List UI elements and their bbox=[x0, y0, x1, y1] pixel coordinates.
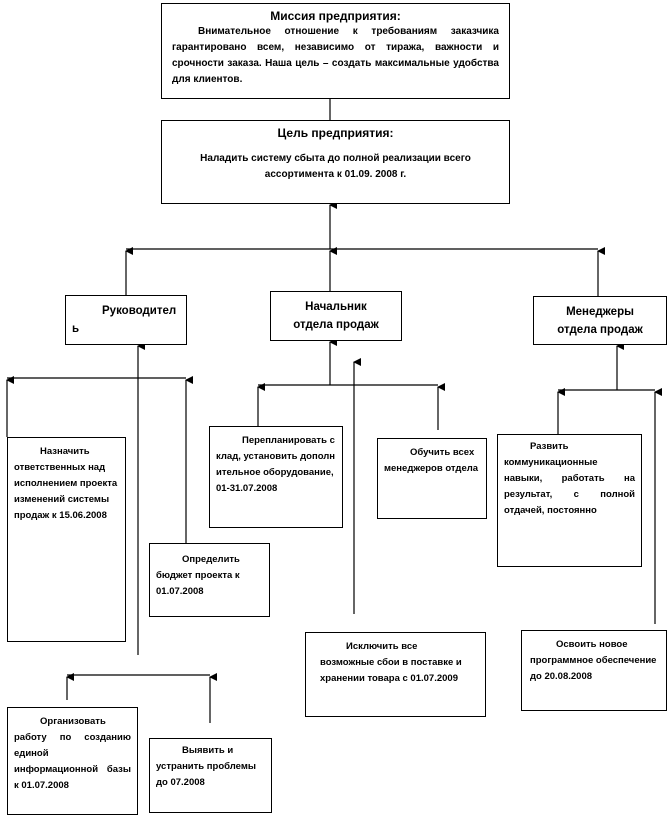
task-train-text: Обучить всех менеджеров отдела bbox=[384, 447, 479, 474]
task-organize-box: Организовать работу по созданию единой и… bbox=[7, 707, 138, 815]
role-head-box: Руководитель bbox=[65, 295, 187, 345]
task-develop-text: Развить коммуникационные навыки, работат… bbox=[504, 441, 635, 516]
task-exclude-box: Исключить все возможные сбои в поставке … bbox=[305, 632, 486, 717]
task-assign-text: Назначить ответственных над исполнением … bbox=[14, 446, 118, 521]
task-budget-text: Определить бюджет проекта к 01.07.2008 bbox=[156, 554, 240, 597]
role-chief-label: Начальник отдела продаж bbox=[293, 301, 379, 331]
task-replan-text: Перепланировать склад, установить дополн… bbox=[216, 435, 336, 494]
task-organize-text: Организовать работу по созданию единой и… bbox=[14, 716, 131, 791]
task-train-box: Обучить всех менеджеров отдела bbox=[377, 438, 487, 519]
goal-text: Наладить систему сбыта до полной реализа… bbox=[200, 153, 471, 180]
task-assign-box: Назначить ответственных над исполнением … bbox=[7, 437, 126, 642]
mission-text: Внимательное отношение к требованиям зак… bbox=[172, 26, 499, 85]
task-detect-text: Выявить и устранить проблемы до 07.2008 bbox=[156, 745, 256, 788]
task-exclude-text: Исключить все возможные сбои в поставке … bbox=[320, 641, 462, 684]
task-budget-box: Определить бюджет проекта к 01.07.2008 bbox=[149, 543, 270, 617]
goal-box: Цель предприятия: Наладить систему сбыта… bbox=[161, 120, 510, 204]
role-managers-box: Менеджеры отдела продаж bbox=[533, 296, 667, 345]
task-detect-box: Выявить и устранить проблемы до 07.2008 bbox=[149, 738, 272, 813]
task-software-box: Освоить новое программное обеспечение до… bbox=[521, 630, 667, 711]
task-software-text: Освоить новое программное обеспечение до… bbox=[530, 639, 657, 682]
mission-title: Миссия предприятия: bbox=[270, 9, 401, 23]
task-develop-box: Развить коммуникационные навыки, работат… bbox=[497, 434, 642, 567]
task-replan-box: Перепланировать склад, установить дополн… bbox=[209, 426, 343, 528]
mission-box: Миссия предприятия: Внимательное отношен… bbox=[161, 3, 510, 99]
goal-title: Цель предприятия: bbox=[277, 126, 394, 140]
role-head-label: Руководитель bbox=[72, 305, 177, 335]
role-chief-box: Начальник отдела продаж bbox=[270, 291, 402, 341]
role-managers-label: Менеджеры отдела продаж bbox=[557, 306, 643, 336]
